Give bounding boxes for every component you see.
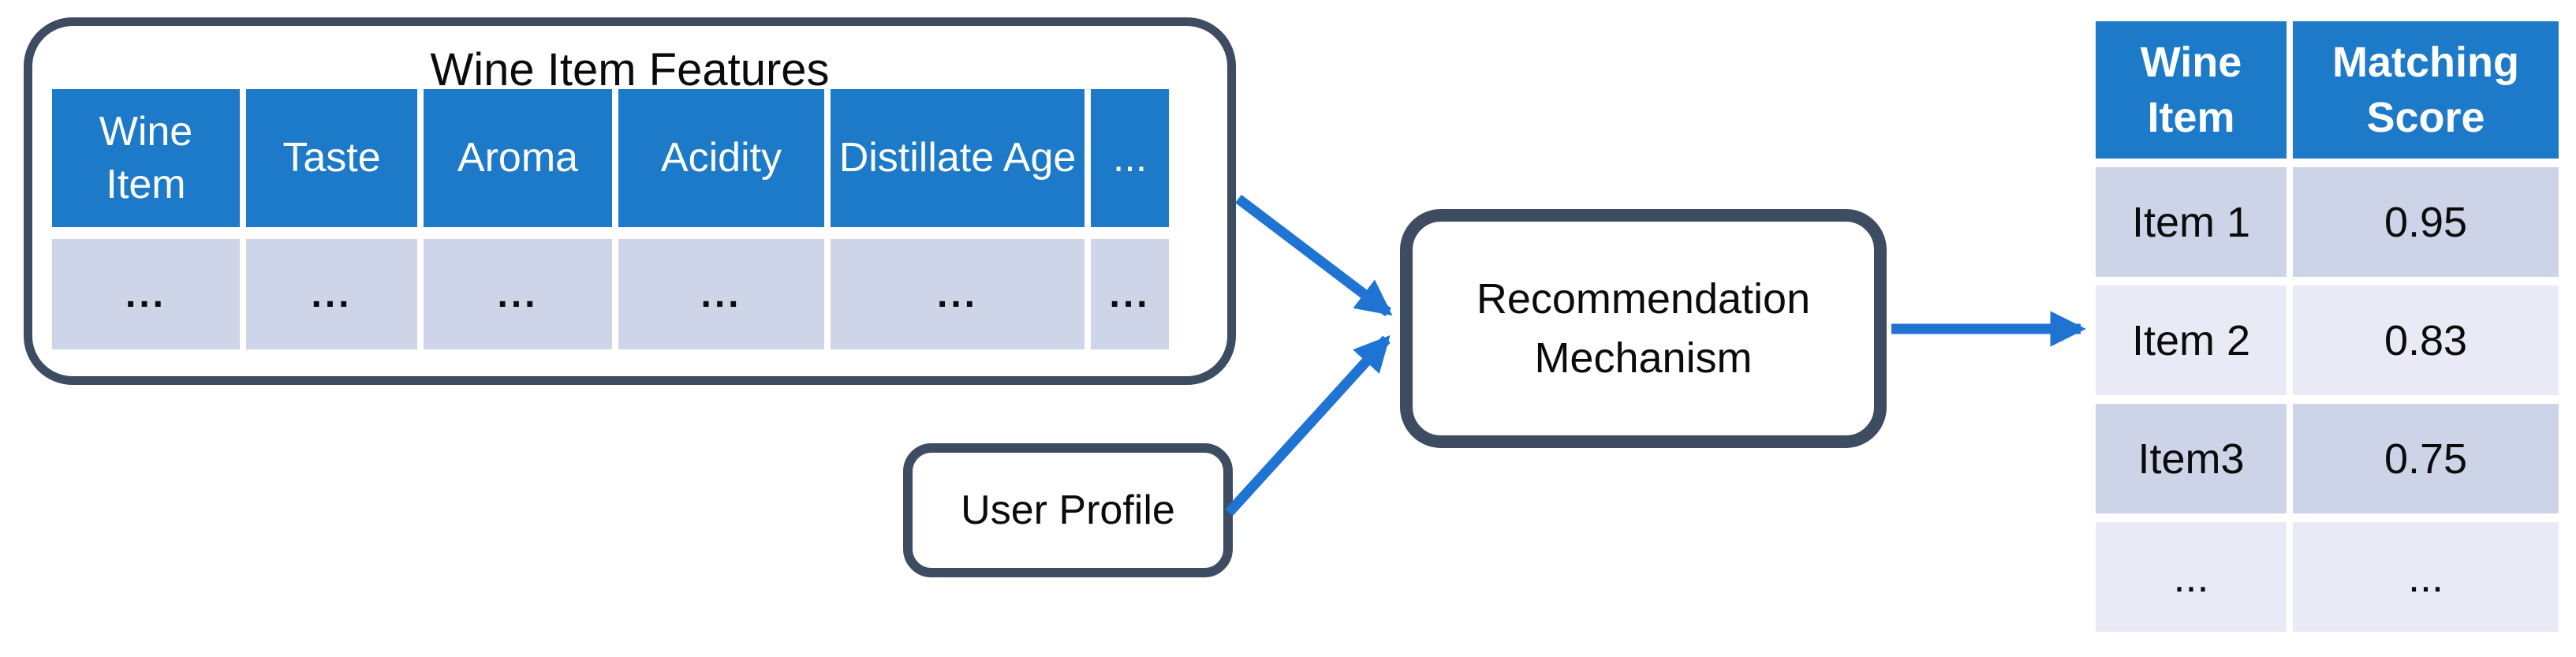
- arrow-profile-to-recommendation: [1225, 334, 1391, 517]
- features-header-acidity: Acidity: [618, 89, 824, 227]
- features-header-taste: Taste: [246, 89, 417, 227]
- features-data-cell: ...: [52, 239, 240, 349]
- wine-item-features-box: Wine Item Features Wine Item Taste Aroma…: [24, 17, 1236, 385]
- results-cell-item: ...: [2096, 522, 2287, 632]
- results-cell-item: Item 1: [2096, 167, 2287, 277]
- features-data-cell: ...: [246, 239, 417, 349]
- features-header-distillate-age: Distillate Age: [831, 89, 1085, 227]
- wine-features-table: Wine Item Taste Aroma Acidity Distillate…: [52, 89, 1169, 349]
- features-data-cell: ...: [618, 239, 824, 349]
- user-profile-box: User Profile: [903, 443, 1233, 577]
- user-profile-label: User Profile: [961, 487, 1175, 533]
- results-header-matching-score: Matching Score: [2293, 21, 2559, 159]
- results-cell-score: ...: [2293, 522, 2559, 632]
- features-header-ellipsis: ...: [1091, 89, 1169, 227]
- matching-score-table: Wine Item Matching Score Item 1 0.95 Ite…: [2096, 21, 2559, 632]
- features-data-cell: ...: [424, 239, 612, 349]
- results-cell-item: Item 2: [2096, 286, 2287, 395]
- features-data-cell: ...: [1091, 239, 1169, 349]
- results-cell-score: 0.83: [2293, 286, 2559, 395]
- results-header-wine-item: Wine Item: [2096, 21, 2287, 159]
- features-header-wine-item: Wine Item: [52, 89, 240, 227]
- recommendation-mechanism-box: Recommendation Mechanism: [1400, 209, 1887, 448]
- arrow-features-to-recommendation: [1235, 194, 1393, 317]
- results-cell-item: Item3: [2096, 404, 2287, 513]
- features-header-aroma: Aroma: [424, 89, 612, 227]
- features-data-cell: ...: [831, 239, 1085, 349]
- results-cell-score: 0.95: [2293, 167, 2559, 277]
- results-cell-score: 0.75: [2293, 404, 2559, 513]
- wine-features-title: Wine Item Features: [430, 44, 830, 95]
- recommendation-mechanism-label: Recommendation Mechanism: [1476, 274, 1811, 382]
